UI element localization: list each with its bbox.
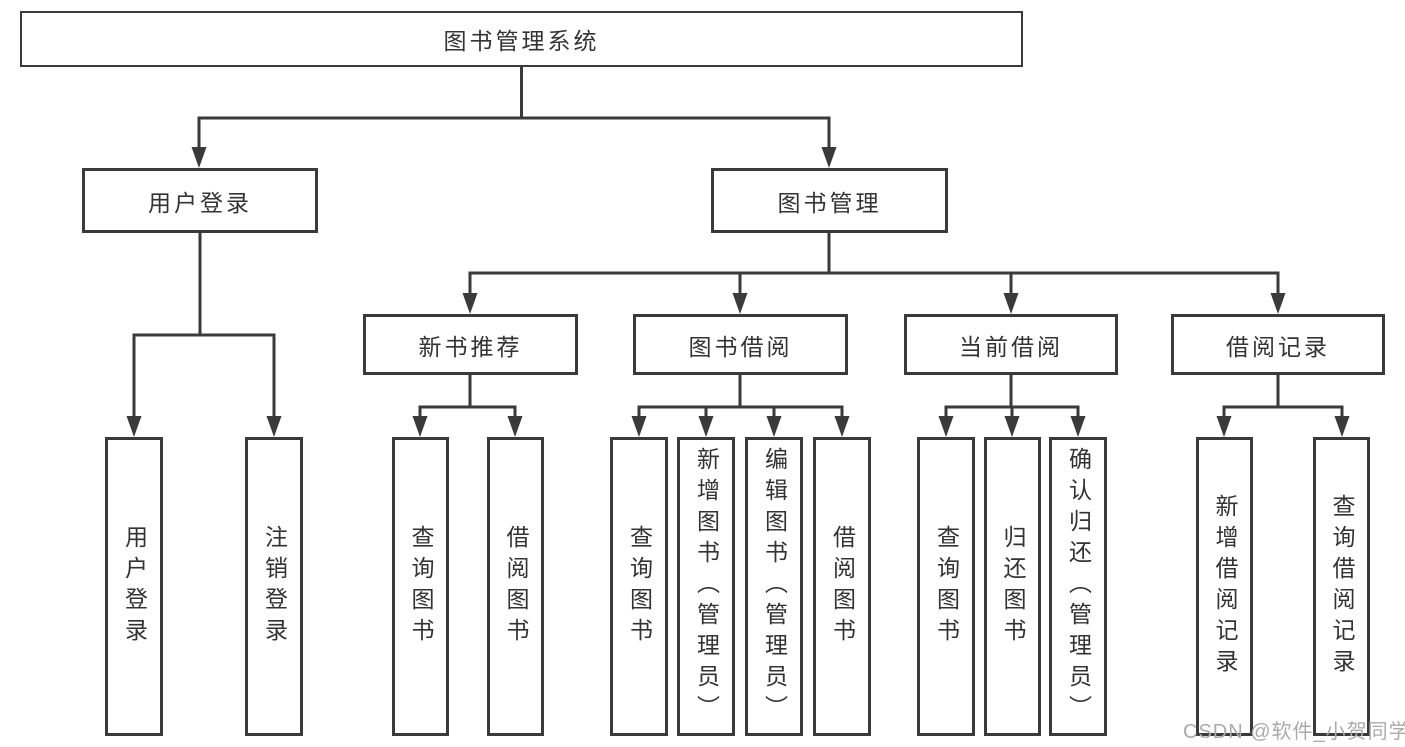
- node-book-management: 图书管理: [711, 168, 948, 233]
- arrowhead-icons: [126, 147, 1350, 437]
- leaf-query-books-current: 查询图书: [917, 437, 975, 736]
- leaf-borrow-books: 借阅图书: [813, 437, 871, 736]
- node-new-book-recommend: 新书推荐: [363, 314, 578, 375]
- leaf-return-books: 归还图书: [984, 437, 1041, 736]
- leaf-add-books-admin: 新增图书（管理员）: [677, 437, 735, 736]
- node-user-login: 用户登录: [82, 168, 318, 233]
- leaf-add-borrow-record: 新增借阅记录: [1196, 437, 1253, 736]
- leaf-confirm-return-admin: 确认归还（管理员）: [1049, 437, 1107, 736]
- node-borrow-records: 借阅记录: [1171, 314, 1385, 375]
- node-root: 图书管理系统: [20, 11, 1023, 67]
- watermark: CSDN @软件_小贺同学: [1183, 721, 1405, 743]
- leaf-query-books-borrow: 查询图书: [610, 437, 668, 736]
- leaf-logout: 注销登录: [245, 437, 303, 736]
- leaf-query-borrow-record: 查询借阅记录: [1313, 437, 1370, 736]
- node-current-borrow: 当前借阅: [904, 314, 1118, 375]
- node-book-borrow: 图书借阅: [633, 314, 848, 375]
- leaf-user-login: 用户登录: [105, 437, 163, 736]
- leaf-borrow-books-recommend: 借阅图书: [487, 437, 544, 736]
- leaf-query-books-recommend: 查询图书: [392, 437, 449, 736]
- leaf-edit-books-admin: 编辑图书（管理员）: [745, 437, 803, 736]
